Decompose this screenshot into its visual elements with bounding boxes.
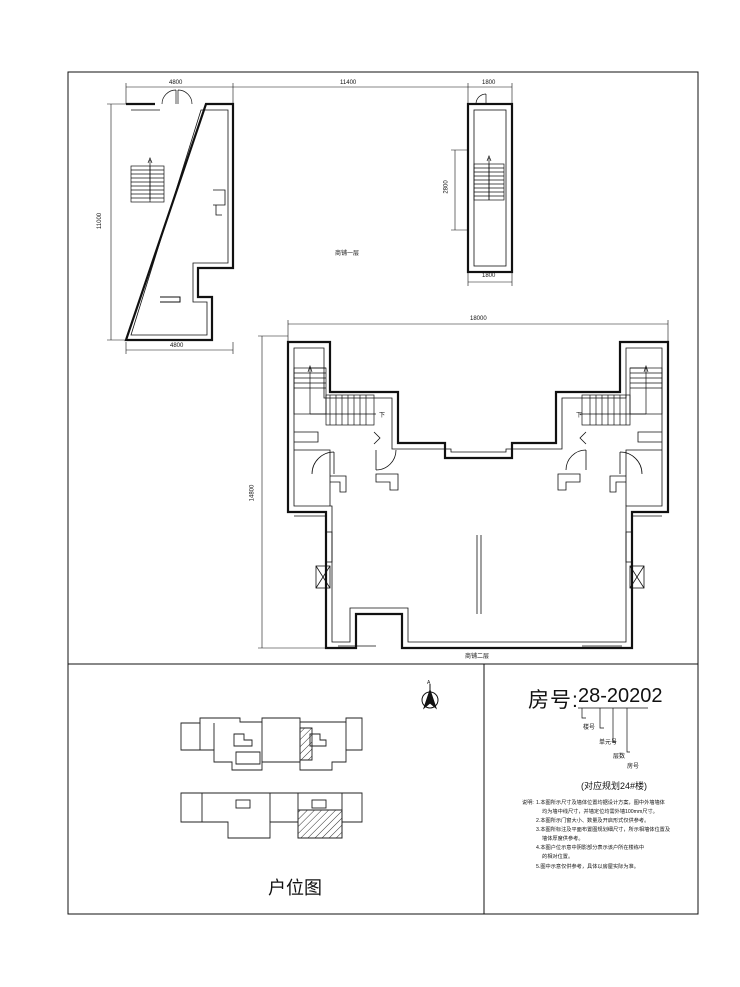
dim-floor2-width: 18000 xyxy=(470,316,487,322)
notes-line-7: 的相对位置。 xyxy=(542,854,574,860)
stair-core-plan xyxy=(466,93,514,274)
house-part-room: 房号 xyxy=(627,764,640,770)
north-symbol-text: A xyxy=(427,680,431,686)
shop-floor1-plan xyxy=(124,89,235,342)
dimension-lines xyxy=(107,83,669,649)
label-stair-down-right: 下 xyxy=(576,413,583,419)
locator-upper-plan xyxy=(180,717,363,771)
label-stair-down-left: 下 xyxy=(379,413,386,419)
notes-line-8: 5.图中示意仅供参考，具体以房屋实际为准。 xyxy=(536,864,639,870)
label-floor2: 商铺二层 xyxy=(465,654,490,660)
notes-line-5: 墙体厚度供参考。 xyxy=(542,836,584,842)
house-part-floor: 层数 xyxy=(613,754,626,760)
house-part-building: 楼号 xyxy=(583,725,596,731)
dim-stair-top: 1800 xyxy=(482,80,496,86)
notes-heading: 说明: xyxy=(522,800,534,806)
dim-shop1-bottom: 4800 xyxy=(170,343,184,349)
dim-floor2-height: 14800 xyxy=(249,484,256,502)
house-part-unit: 单元号 xyxy=(599,740,618,746)
dim-stair-height: 2800 xyxy=(443,180,450,194)
notes-line-4: 3.本图所标注及平面布置图规划细尺寸，所示相墙体位置及 xyxy=(536,827,671,833)
dim-shop1-height: 11000 xyxy=(97,212,104,230)
locator-title: 户位图 xyxy=(268,878,322,898)
dim-shop1-top: 4800 xyxy=(169,80,183,86)
house-reference: (对应规划24#楼) xyxy=(581,781,648,791)
house-number-label: 房号: xyxy=(528,689,579,712)
north-arrow-icon xyxy=(421,684,439,710)
dim-stair-bottom: 1800 xyxy=(482,273,496,279)
locator-lower-plan xyxy=(180,792,363,839)
notes-line-3: 2.本图所示门窗大小、数量及开启形式仅供参考。 xyxy=(536,818,650,824)
dim-span-between: 11400 xyxy=(340,80,357,86)
notes-line-2: 均为墙中线尺寸，并墙定位均需外墙100mm尺寸。 xyxy=(542,809,658,815)
notes-line-6: 4.本图户位示意中阴影部分表示该户所在楼栋中 xyxy=(536,845,645,851)
house-code-leaders xyxy=(578,707,648,753)
house-number-code: 28-20202 xyxy=(578,685,663,707)
sheet-frame xyxy=(67,71,699,915)
shop-floor2-plan xyxy=(286,340,670,650)
label-floor1: 商铺一层 xyxy=(335,251,360,257)
notes-line-1: 1.本图所示尺寸及墙体位置均据设计方案，图中外墙墙体 xyxy=(536,800,665,806)
